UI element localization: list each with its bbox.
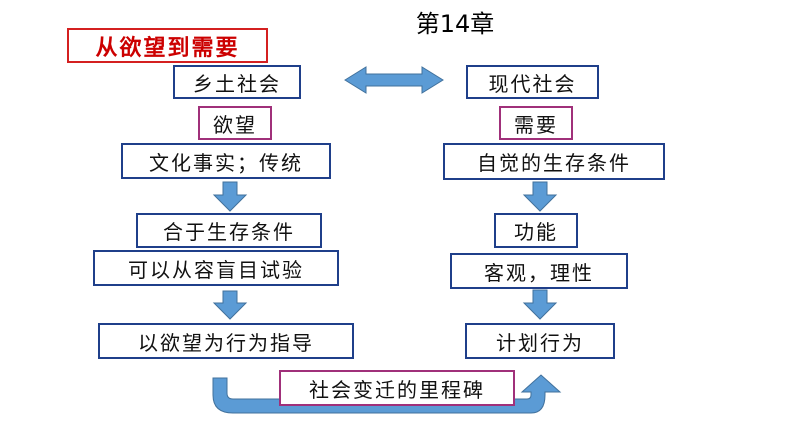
down-arrow-left-2	[212, 290, 248, 320]
left-basis-box: 文化事实；传统	[121, 143, 331, 179]
right-keyword-label: 需要	[514, 112, 558, 137]
main-title: 从欲望到需要	[95, 35, 240, 61]
left-society-label: 乡土社会	[193, 71, 281, 96]
right-keyword-box: 需要	[499, 106, 573, 140]
left-guide-label: 以欲望为行为指导	[138, 330, 314, 355]
right-society-box: 现代社会	[466, 65, 599, 99]
right-result-box: 功能	[494, 213, 578, 248]
right-guide-label: 计划行为	[496, 330, 584, 355]
down-arrow-right-2	[522, 289, 558, 320]
right-result-label: 功能	[514, 220, 558, 244]
right-basis-label: 自觉的生存条件	[477, 151, 631, 175]
left-method-box: 可以从容盲目试验	[93, 250, 339, 286]
down-arrow-right-1	[522, 181, 558, 212]
main-title-box: 从欲望到需要	[67, 28, 268, 63]
left-society-box: 乡土社会	[173, 65, 301, 99]
double-arrow	[344, 66, 444, 94]
bottom-label: 社会变迁的里程碑	[309, 377, 485, 402]
right-basis-box: 自觉的生存条件	[443, 143, 665, 180]
left-result-label: 合于生存条件	[163, 220, 295, 244]
right-society-label: 现代社会	[488, 71, 577, 96]
bottom-label-box: 社会变迁的里程碑	[279, 370, 515, 406]
right-guide-box: 计划行为	[465, 323, 615, 359]
left-method-label: 可以从容盲目试验	[128, 257, 304, 282]
right-method-label: 客观，理性	[484, 260, 594, 285]
chapter-title: 第14章	[415, 10, 495, 38]
left-keyword-box: 欲望	[198, 106, 272, 140]
left-keyword-label: 欲望	[213, 112, 257, 137]
left-basis-label: 文化事实；传统	[149, 150, 303, 175]
right-method-box: 客观，理性	[450, 253, 628, 289]
left-result-box: 合于生存条件	[136, 213, 322, 248]
down-arrow-left-1	[212, 181, 248, 212]
left-guide-box: 以欲望为行为指导	[98, 323, 354, 359]
